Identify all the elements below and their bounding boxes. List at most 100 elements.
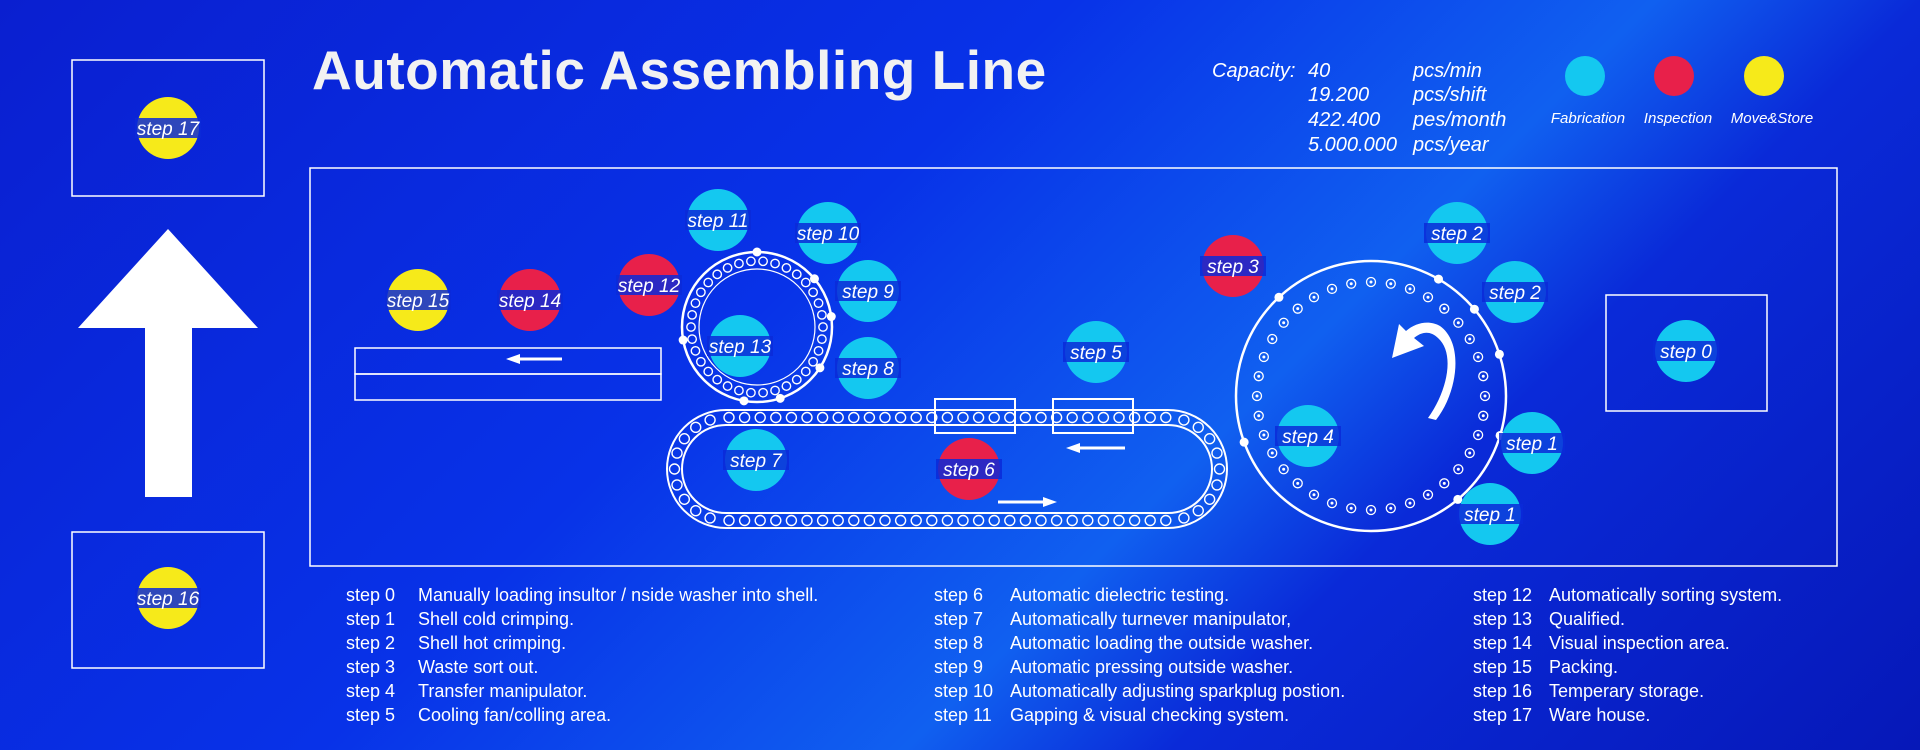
carousel-slot-center (1476, 433, 1480, 437)
carousel-slot-center (1369, 280, 1373, 284)
carousel-slot-center (1408, 287, 1412, 291)
rotate-arrow-icon (1392, 322, 1456, 420)
carousel-slot (1251, 390, 1263, 402)
legend-swatch (1744, 56, 1784, 96)
step-marker-band (1457, 504, 1523, 524)
step-marker-band (1653, 341, 1719, 361)
station-dot (1453, 494, 1463, 504)
description-text: Ware house. (1549, 705, 1651, 725)
conveyor-roller (941, 411, 954, 424)
carousel-slot (808, 287, 819, 298)
step-marker: step 10 (795, 202, 861, 264)
step-marker: step 1 (1499, 412, 1565, 474)
storage-box (71, 531, 265, 669)
carousel-slot-center (1262, 355, 1266, 359)
step-marker: step 5 (1063, 321, 1129, 383)
description-text: Cooling fan/colling area. (418, 705, 612, 725)
step-marker-band (835, 281, 901, 301)
step-marker-label: step 13 (709, 337, 772, 358)
carousel-slot-center (1257, 374, 1261, 378)
packing-table-top (354, 347, 662, 375)
conveyor-roller (1066, 411, 1078, 424)
step-marker-band (1275, 426, 1341, 446)
description-text: Automatically adjusting sparkplug postio… (1010, 681, 1346, 701)
carousel-slot-center (1389, 506, 1393, 510)
conveyor-roller (668, 463, 681, 475)
station-dot (1434, 274, 1443, 284)
station-dot (775, 393, 785, 403)
carousel-slot (1258, 351, 1270, 363)
step-marker-label: step 7 (730, 451, 783, 472)
carousel-slot (770, 258, 780, 269)
step-marker-band (936, 459, 1002, 479)
step-marker-label: step 15 (387, 291, 450, 312)
carousel-slot (734, 385, 744, 396)
step-marker-label: step 9 (842, 282, 894, 303)
carousel-slot (1385, 503, 1396, 514)
conveyor-roller (1192, 504, 1204, 517)
conveyor-roller (1050, 514, 1063, 527)
carousel-slot-center (1481, 414, 1485, 418)
packing-table-bottom (354, 373, 662, 401)
conveyor-roller (1035, 411, 1047, 424)
carousel-slot-center (1389, 282, 1393, 286)
description-text: Automatically sorting system. (1549, 585, 1783, 605)
big-carousel-outer (1234, 259, 1508, 533)
step-marker-band (616, 275, 682, 295)
conveyor-roller (972, 514, 985, 527)
carousel-slot-center (1442, 481, 1446, 485)
carousel-slot-center (1369, 508, 1373, 512)
carousel-slot (690, 298, 701, 309)
carousel-slot (1404, 283, 1416, 295)
carousel-slot-center (1456, 321, 1460, 325)
conveyor-roller (816, 411, 829, 424)
step-marker: step 11 (685, 189, 751, 251)
step-marker-band (1482, 282, 1548, 302)
carousel-slot (758, 387, 768, 398)
carousel-slot (1292, 478, 1303, 489)
carousel-slot-center (1270, 451, 1274, 455)
carousel-slot-center (1349, 282, 1353, 286)
step-marker-label: step 4 (1282, 427, 1334, 448)
description-step: step 7 (934, 609, 984, 629)
station-dot (1239, 437, 1249, 447)
carousel-slot (1326, 497, 1338, 509)
carousel-slot (1346, 278, 1357, 289)
small-carousel-ring (686, 256, 828, 398)
conveyor-roller (1144, 514, 1156, 527)
station-dot (752, 247, 762, 257)
station-dot (739, 396, 749, 406)
cooling-box-1 (934, 398, 1016, 434)
carousel-slot (818, 322, 828, 332)
carousel-slot-center (1476, 355, 1480, 359)
conveyor-roller (1004, 411, 1016, 424)
carousel-slot-center (1312, 295, 1316, 299)
carousel-slot-center (1468, 451, 1472, 455)
line-frame (309, 167, 1838, 567)
carousel-slot (1439, 478, 1450, 489)
step-marker-band (385, 290, 451, 310)
conveyor-roller (926, 411, 938, 424)
carousel-slot (791, 269, 802, 280)
step-marker-label: step 10 (797, 224, 860, 245)
conveyor-roller (863, 514, 876, 527)
capacity-unit-3: pes/month (1413, 109, 1507, 131)
step-marker-band (135, 118, 201, 138)
legend-swatch (1565, 56, 1605, 96)
step-marker: step 14 (497, 269, 563, 331)
conveyor-roller (879, 411, 891, 424)
conveyor-roller (863, 411, 876, 424)
conveyor-roller (1113, 514, 1125, 527)
description-text: Packing. (1549, 657, 1619, 677)
carousel-slot (686, 322, 696, 332)
conveyor-roller (1050, 411, 1063, 424)
carousel-slot (808, 356, 819, 367)
conveyor-roller (1082, 514, 1094, 527)
